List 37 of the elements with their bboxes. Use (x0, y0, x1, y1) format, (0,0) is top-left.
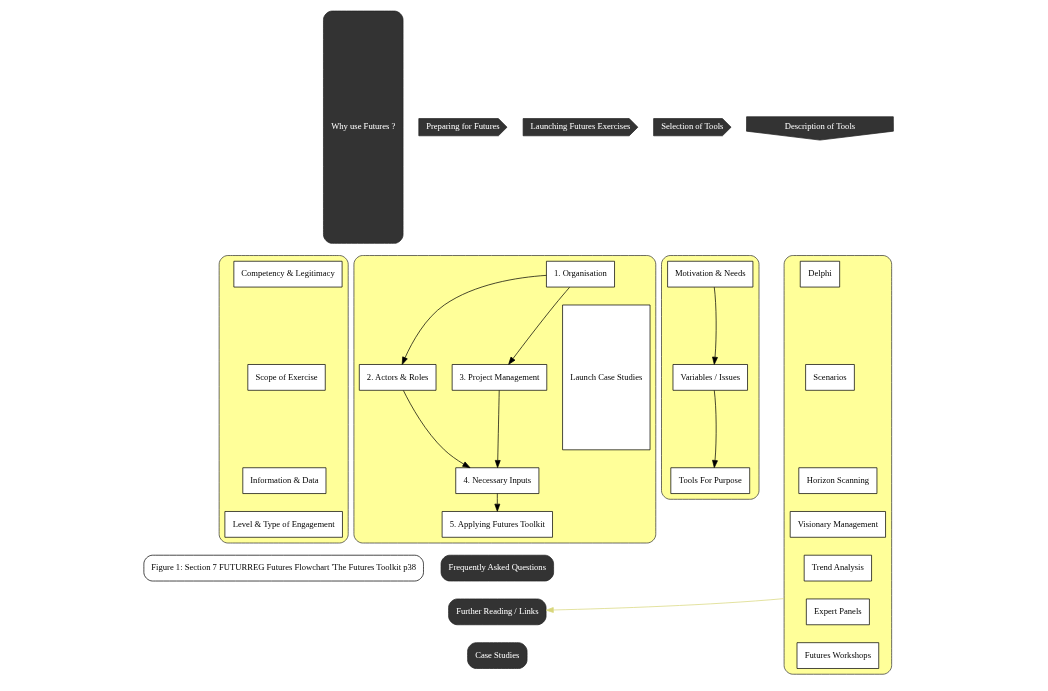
node-box: Scope of Exercise (246, 364, 326, 391)
node-box: 5. Applying Futures Toolkit (441, 511, 553, 538)
node-box: Scenarios (804, 364, 855, 391)
arrow (711, 390, 718, 468)
arrow (493, 493, 500, 512)
arrow (545, 598, 784, 613)
node-box: Further Reading / Links (447, 598, 546, 626)
node-box: Competency & Legitimacy (233, 260, 342, 288)
node-box: Expert Panels (805, 598, 870, 626)
cluster (218, 255, 349, 544)
cluster (783, 255, 892, 675)
arrow (401, 275, 547, 365)
node-box: 4. Necessary Inputs (454, 467, 539, 494)
node-box: Figure 1: Section 7 FUTURREG Futures Flowchart 'The Futures Toolkit p38 (143, 554, 424, 582)
node-box: 1. Organisation (545, 260, 615, 288)
node-box: Visionary Management (789, 511, 886, 538)
arrow (402, 390, 470, 469)
cluster (353, 255, 656, 544)
node-box: Level & Type of Engagement (224, 511, 343, 538)
node-box: Case Studies (466, 642, 527, 669)
node-box: Why use Futures ? (322, 10, 403, 244)
cluster (660, 255, 759, 500)
node-box: Delphi (799, 260, 840, 288)
node-box: Frequently Asked Questions (440, 554, 554, 582)
node-box: Horizon Scanning (797, 467, 877, 494)
node-box: Tools For Purpose (669, 467, 750, 494)
arrow (507, 287, 570, 365)
node-box: Motivation & Needs (666, 260, 753, 288)
node-box: Trend Analysis (803, 554, 872, 582)
arrow (494, 390, 501, 468)
node-box: 2. Actors & Roles (358, 364, 436, 391)
node-box: 3. Project Management (451, 364, 547, 391)
node-box: Launch Case Studies (561, 304, 650, 451)
node-box: Futures Workshops (796, 642, 879, 669)
node-box: Information & Data (241, 467, 326, 494)
arrow (711, 286, 718, 365)
node-box: Variables / Issues (672, 364, 748, 391)
